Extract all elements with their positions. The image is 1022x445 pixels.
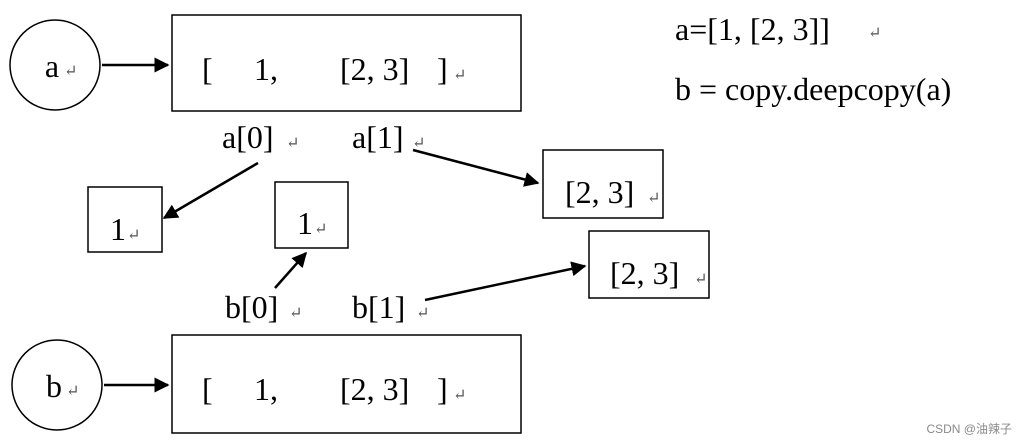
list-a-item-1: [2, 3]: [340, 51, 409, 87]
return-mark-icon: ↵: [66, 383, 79, 400]
arrow-a1-to-object: [412, 148, 540, 187]
object-b0-box: [274, 181, 349, 249]
variable-b-label: b: [46, 368, 62, 404]
list-b-close-bracket: ]: [437, 371, 448, 407]
list-b-box: [171, 334, 522, 434]
object-b0-value: 1: [297, 205, 313, 241]
return-mark-icon: ↵: [453, 67, 466, 84]
variable-b-circle: [11, 339, 103, 431]
code-line-1: a=[1, [2, 3]]: [675, 11, 830, 47]
object-a0-box: [87, 186, 163, 253]
return-mark-icon: ↵: [64, 63, 77, 80]
return-mark-icon: ↵: [286, 135, 299, 152]
object-a0-value: 1: [110, 211, 126, 247]
return-mark-icon: ↵: [127, 227, 140, 244]
return-mark-icon: ↵: [694, 271, 707, 288]
list-a-box: [171, 14, 522, 112]
index-label-b1: b[1]: [352, 289, 405, 325]
index-label-a0: a[0]: [222, 119, 274, 155]
watermark: CSDN @油辣子: [926, 422, 1012, 436]
code-line-2: b = copy.deepcopy(a): [675, 71, 951, 107]
return-mark-icon: ↵: [289, 305, 302, 322]
variable-a-label: a: [45, 48, 59, 84]
list-a-open-bracket: [: [202, 51, 213, 87]
list-b-item-0: 1,: [254, 371, 278, 407]
variable-a-circle: [9, 19, 101, 111]
list-b-open-bracket: [: [202, 371, 213, 407]
list-b-item-1: [2, 3]: [340, 371, 409, 407]
return-mark-icon: ↵: [412, 135, 425, 152]
list-a-close-bracket: ]: [437, 51, 448, 87]
object-b1-box: [588, 230, 710, 299]
list-a-item-0: 1,: [254, 51, 278, 87]
return-mark-icon: ↵: [416, 305, 429, 322]
return-mark-icon: ↵: [453, 387, 466, 404]
object-b1-value: [2, 3]: [610, 255, 679, 291]
index-label-b0: b[0]: [225, 289, 278, 325]
arrow-b0-to-object: [274, 251, 307, 289]
object-a1-box: [542, 149, 664, 219]
arrow-a0-to-object: [162, 161, 259, 220]
return-mark-icon: ↵: [647, 190, 660, 207]
object-a1-value: [2, 3]: [565, 174, 634, 210]
return-mark-icon: ↵: [314, 221, 327, 238]
return-mark-icon: ↵: [868, 25, 881, 42]
arrow-b1-to-object: [424, 261, 587, 302]
index-label-a1: a[1]: [352, 119, 404, 155]
